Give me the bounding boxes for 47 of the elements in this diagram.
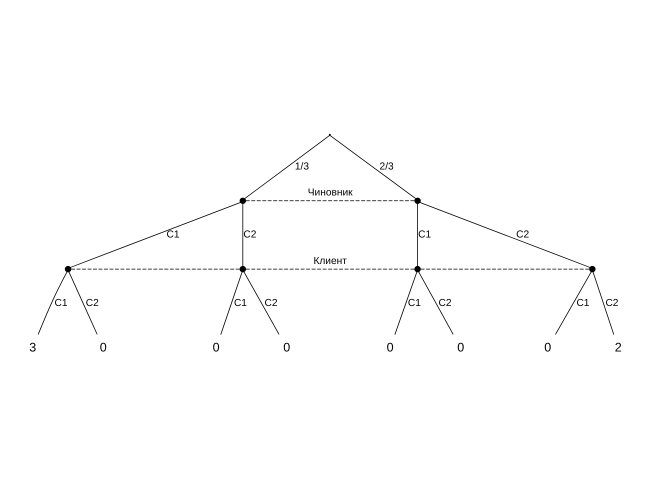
node-circle [240, 266, 246, 272]
node-text: 3 [29, 340, 36, 355]
connector [420, 268, 590, 270]
connector [420, 202, 590, 268]
connector [70, 268, 240, 270]
edge-label: C2 [516, 230, 530, 241]
edge-label: 2/3 [380, 161, 394, 172]
connector [70, 202, 241, 268]
connector [242, 203, 244, 266]
node-text: 0 [544, 340, 552, 355]
edge-label: C2 [264, 298, 278, 309]
node-circle [240, 198, 246, 204]
edge-label: C2 [438, 298, 452, 309]
node-text: 2 [614, 340, 622, 355]
node-text: 0 [283, 340, 290, 355]
node-text: 0 [212, 340, 220, 355]
edge-label: C2 [86, 298, 99, 309]
edge-label: C1 [576, 298, 590, 309]
node-text: 0 [100, 340, 107, 355]
node-text: 0 [457, 340, 464, 355]
edge-label: C2 [605, 298, 618, 309]
edge-label: C1 [166, 230, 180, 241]
connector [244, 271, 280, 335]
node-circle [589, 266, 596, 272]
edge-label: Чиновник [308, 188, 353, 199]
connector [38, 272, 68, 335]
edge-label: C1 [418, 230, 432, 241]
connector [245, 268, 416, 270]
node-text: 0 [386, 340, 394, 355]
edge-label: C1 [54, 298, 68, 309]
edge-label: C1 [234, 298, 247, 309]
node-point [328, 134, 331, 136]
connector [555, 271, 592, 335]
node-circle [414, 266, 421, 272]
edge-label: 1/3 [294, 161, 310, 172]
edge-label: C1 [408, 298, 421, 309]
node-circle [414, 198, 421, 204]
connector [592, 272, 614, 335]
connector [68, 271, 98, 335]
connector [394, 272, 418, 335]
edge-label: C2 [243, 230, 256, 241]
connector [220, 272, 242, 335]
connector [418, 271, 454, 335]
connector [417, 203, 418, 266]
connector [245, 200, 416, 202]
node-circle [64, 266, 72, 272]
edge-label: Клиент [313, 256, 347, 267]
